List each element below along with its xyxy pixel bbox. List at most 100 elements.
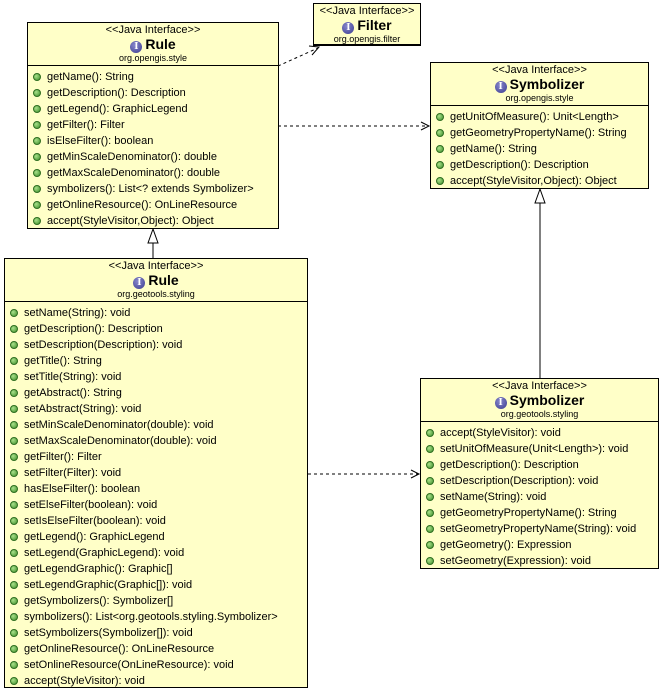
rule-opengis-method-row[interactable]: getName(): String [28,69,278,85]
symbolizer-opengis-method-signature: getName(): String [450,143,537,155]
public-method-icon [33,121,41,129]
rule-opengis-method-row[interactable]: getOnlineResource(): OnLineResource [28,197,278,213]
rule-opengis-method-row[interactable]: symbolizers(): List<? extends Symbolizer… [28,181,278,197]
rule-geotools-method-signature: setAbstract(String): void [24,403,142,415]
rule-geotools-method-row[interactable]: setAbstract(String): void [5,401,307,417]
public-method-icon [33,185,41,193]
public-method-icon [10,661,18,669]
rule-opengis-method-row[interactable]: getLegend(): GraphicLegend [28,101,278,117]
symbolizer-geotools-method-row[interactable]: setGeometryPropertyName(String): void [421,521,658,537]
symbolizer-geotools-method-row[interactable]: accept(StyleVisitor): void [421,425,658,441]
public-method-icon [10,517,18,525]
symbolizer-opengis-method-row[interactable]: getName(): String [431,141,648,157]
rule-geotools-method-row[interactable]: setSymbolizers(Symbolizer[]): void [5,625,307,641]
rule-geotools-method-row[interactable]: getLegend(): GraphicLegend [5,529,307,545]
public-method-icon [426,477,434,485]
rule-geotools-method-row[interactable]: getDescription(): Description [5,321,307,337]
symbolizer-geotools-method-signature: setGeometryPropertyName(String): void [440,523,637,535]
rule-opengis-method-signature: getDescription(): Description [47,87,186,99]
rule-geotools-method-signature: setLegendGraphic(Graphic[]): void [24,579,193,591]
rule-geotools-method-row[interactable]: setLegendGraphic(Graphic[]): void [5,577,307,593]
rule-geotools-method-row[interactable]: getLegendGraphic(): Graphic[] [5,561,307,577]
symbolizer-opengis-method-row[interactable]: accept(StyleVisitor,Object): Object [431,173,648,189]
symbolizer-geotools-method-row[interactable]: setUnitOfMeasure(Unit<Length>): void [421,441,658,457]
symbolizer-opengis-method-row[interactable]: getDescription(): Description [431,157,648,173]
public-method-icon [10,421,18,429]
rule-geotools-method-row[interactable]: setLegend(GraphicLegend): void [5,545,307,561]
rule-geotools-method-signature: symbolizers(): List<org.geotools.styling… [24,611,278,623]
symbolizer-geotools-method-signature: getGeometryPropertyName(): String [440,507,617,519]
public-method-icon [10,309,18,317]
rule-opengis-method-row[interactable]: accept(StyleVisitor,Object): Object [28,213,278,229]
rule-geotools-method-row[interactable]: getOnlineResource(): OnLineResource [5,641,307,657]
public-method-icon [436,145,444,153]
rule-geotools-method-row[interactable]: getSymbolizers(): Symbolizer[] [5,593,307,609]
symbolizer-opengis-method-row[interactable]: getGeometryPropertyName(): String [431,125,648,141]
symbolizer-opengis-stereotype: <<Java Interface>> [492,64,587,76]
rule-geotools-method-row[interactable]: setMinScaleDenominator(double): void [5,417,307,433]
rule-opengis-method-row[interactable]: getDescription(): Description [28,85,278,101]
public-method-icon [10,405,18,413]
symbolizer-geotools-method-row[interactable]: setName(String): void [421,489,658,505]
public-method-icon [33,201,41,209]
rule-geotools-method-row[interactable]: accept(StyleVisitor): void [5,673,307,689]
symbolizer-geotools-method-row[interactable]: setGeometry(Expression): void [421,553,658,569]
rule-geotools-method-row[interactable]: getTitle(): String [5,353,307,369]
filter-package: org.opengis.filter [333,34,401,44]
filter-name: Filter [357,17,392,33]
rule-opengis-method-row[interactable]: isElseFilter(): boolean [28,133,278,149]
symbolizer-geotools-method-row[interactable]: setDescription(Description): void [421,473,658,489]
rule-geotools-name: Rule [148,272,179,288]
rule-opengis-method-row[interactable]: getMinScaleDenominator(): double [28,149,278,165]
rule-geotools-method-signature: getLegend(): GraphicLegend [24,531,165,543]
rule-opengis-method-signature: symbolizers(): List<? extends Symbolizer… [47,183,254,195]
rule-geotools-method-row[interactable]: hasElseFilter(): boolean [5,481,307,497]
rule-geotools-method-row[interactable]: setOnlineResource(OnLineResource): void [5,657,307,673]
symbolizer-geotools-method-signature: setUnitOfMeasure(Unit<Length>): void [440,443,629,455]
symbolizer-geotools-package: org.geotools.styling [500,409,579,419]
rule-geotools-method-row[interactable]: setMaxScaleDenominator(double): void [5,433,307,449]
rule-geotools-method-row[interactable]: setElseFilter(boolean): void [5,497,307,513]
public-method-icon [10,341,18,349]
rule-geotools-method-row[interactable]: getAbstract(): String [5,385,307,401]
rule-geotools-method-signature: setFilter(Filter): void [24,467,122,479]
rule-opengis-method-row[interactable]: getMaxScaleDenominator(): double [28,165,278,181]
rule-geotools-method-row[interactable]: setDescription(Description): void [5,337,307,353]
symbolizer-geotools-method-row[interactable]: getDescription(): Description [421,457,658,473]
public-method-icon [10,389,18,397]
symbolizer-opengis-package: org.opengis.style [505,93,574,103]
public-method-icon [436,113,444,121]
symbolizer-geotools-method-signature: setDescription(Description): void [440,475,599,487]
public-method-icon [10,581,18,589]
rule-opengis-method-signature: getName(): String [47,71,134,83]
rule-geotools-method-row[interactable]: setIsElseFilter(boolean): void [5,513,307,529]
symbolizer-geotools-method-row[interactable]: getGeometryPropertyName(): String [421,505,658,521]
rule-geotools-method-row[interactable]: setName(String): void [5,305,307,321]
interface-icon: I [130,41,143,53]
public-method-icon [436,177,444,185]
rule-geotools-method-row[interactable]: symbolizers(): List<org.geotools.styling… [5,609,307,625]
public-method-icon [10,453,18,461]
symbolizer-geotools-method-row[interactable]: getGeometry(): Expression [421,537,658,553]
symbolizer-geotools-name: Symbolizer [509,392,585,408]
rule-geotools-method-row[interactable]: setTitle(String): void [5,369,307,385]
rule-geotools-method-signature: getTitle(): String [24,355,102,367]
rule-opengis-method-row[interactable]: getFilter(): Filter [28,117,278,133]
symbolizer-opengis-method-signature: getGeometryPropertyName(): String [450,127,627,139]
rule-opengis-stereotype: <<Java Interface>> [105,24,201,36]
symbolizer-opengis-method-row[interactable]: getUnitOfMeasure(): Unit<Length> [431,109,648,125]
interface-icon: I [133,277,146,289]
rule-opengis-method-signature: accept(StyleVisitor,Object): Object [47,215,214,227]
rule-geotools-method-row[interactable]: setFilter(Filter): void [5,465,307,481]
rule-geotools-method-row[interactable]: getFilter(): Filter [5,449,307,465]
rule-opengis-method-signature: getLegend(): GraphicLegend [47,103,188,115]
